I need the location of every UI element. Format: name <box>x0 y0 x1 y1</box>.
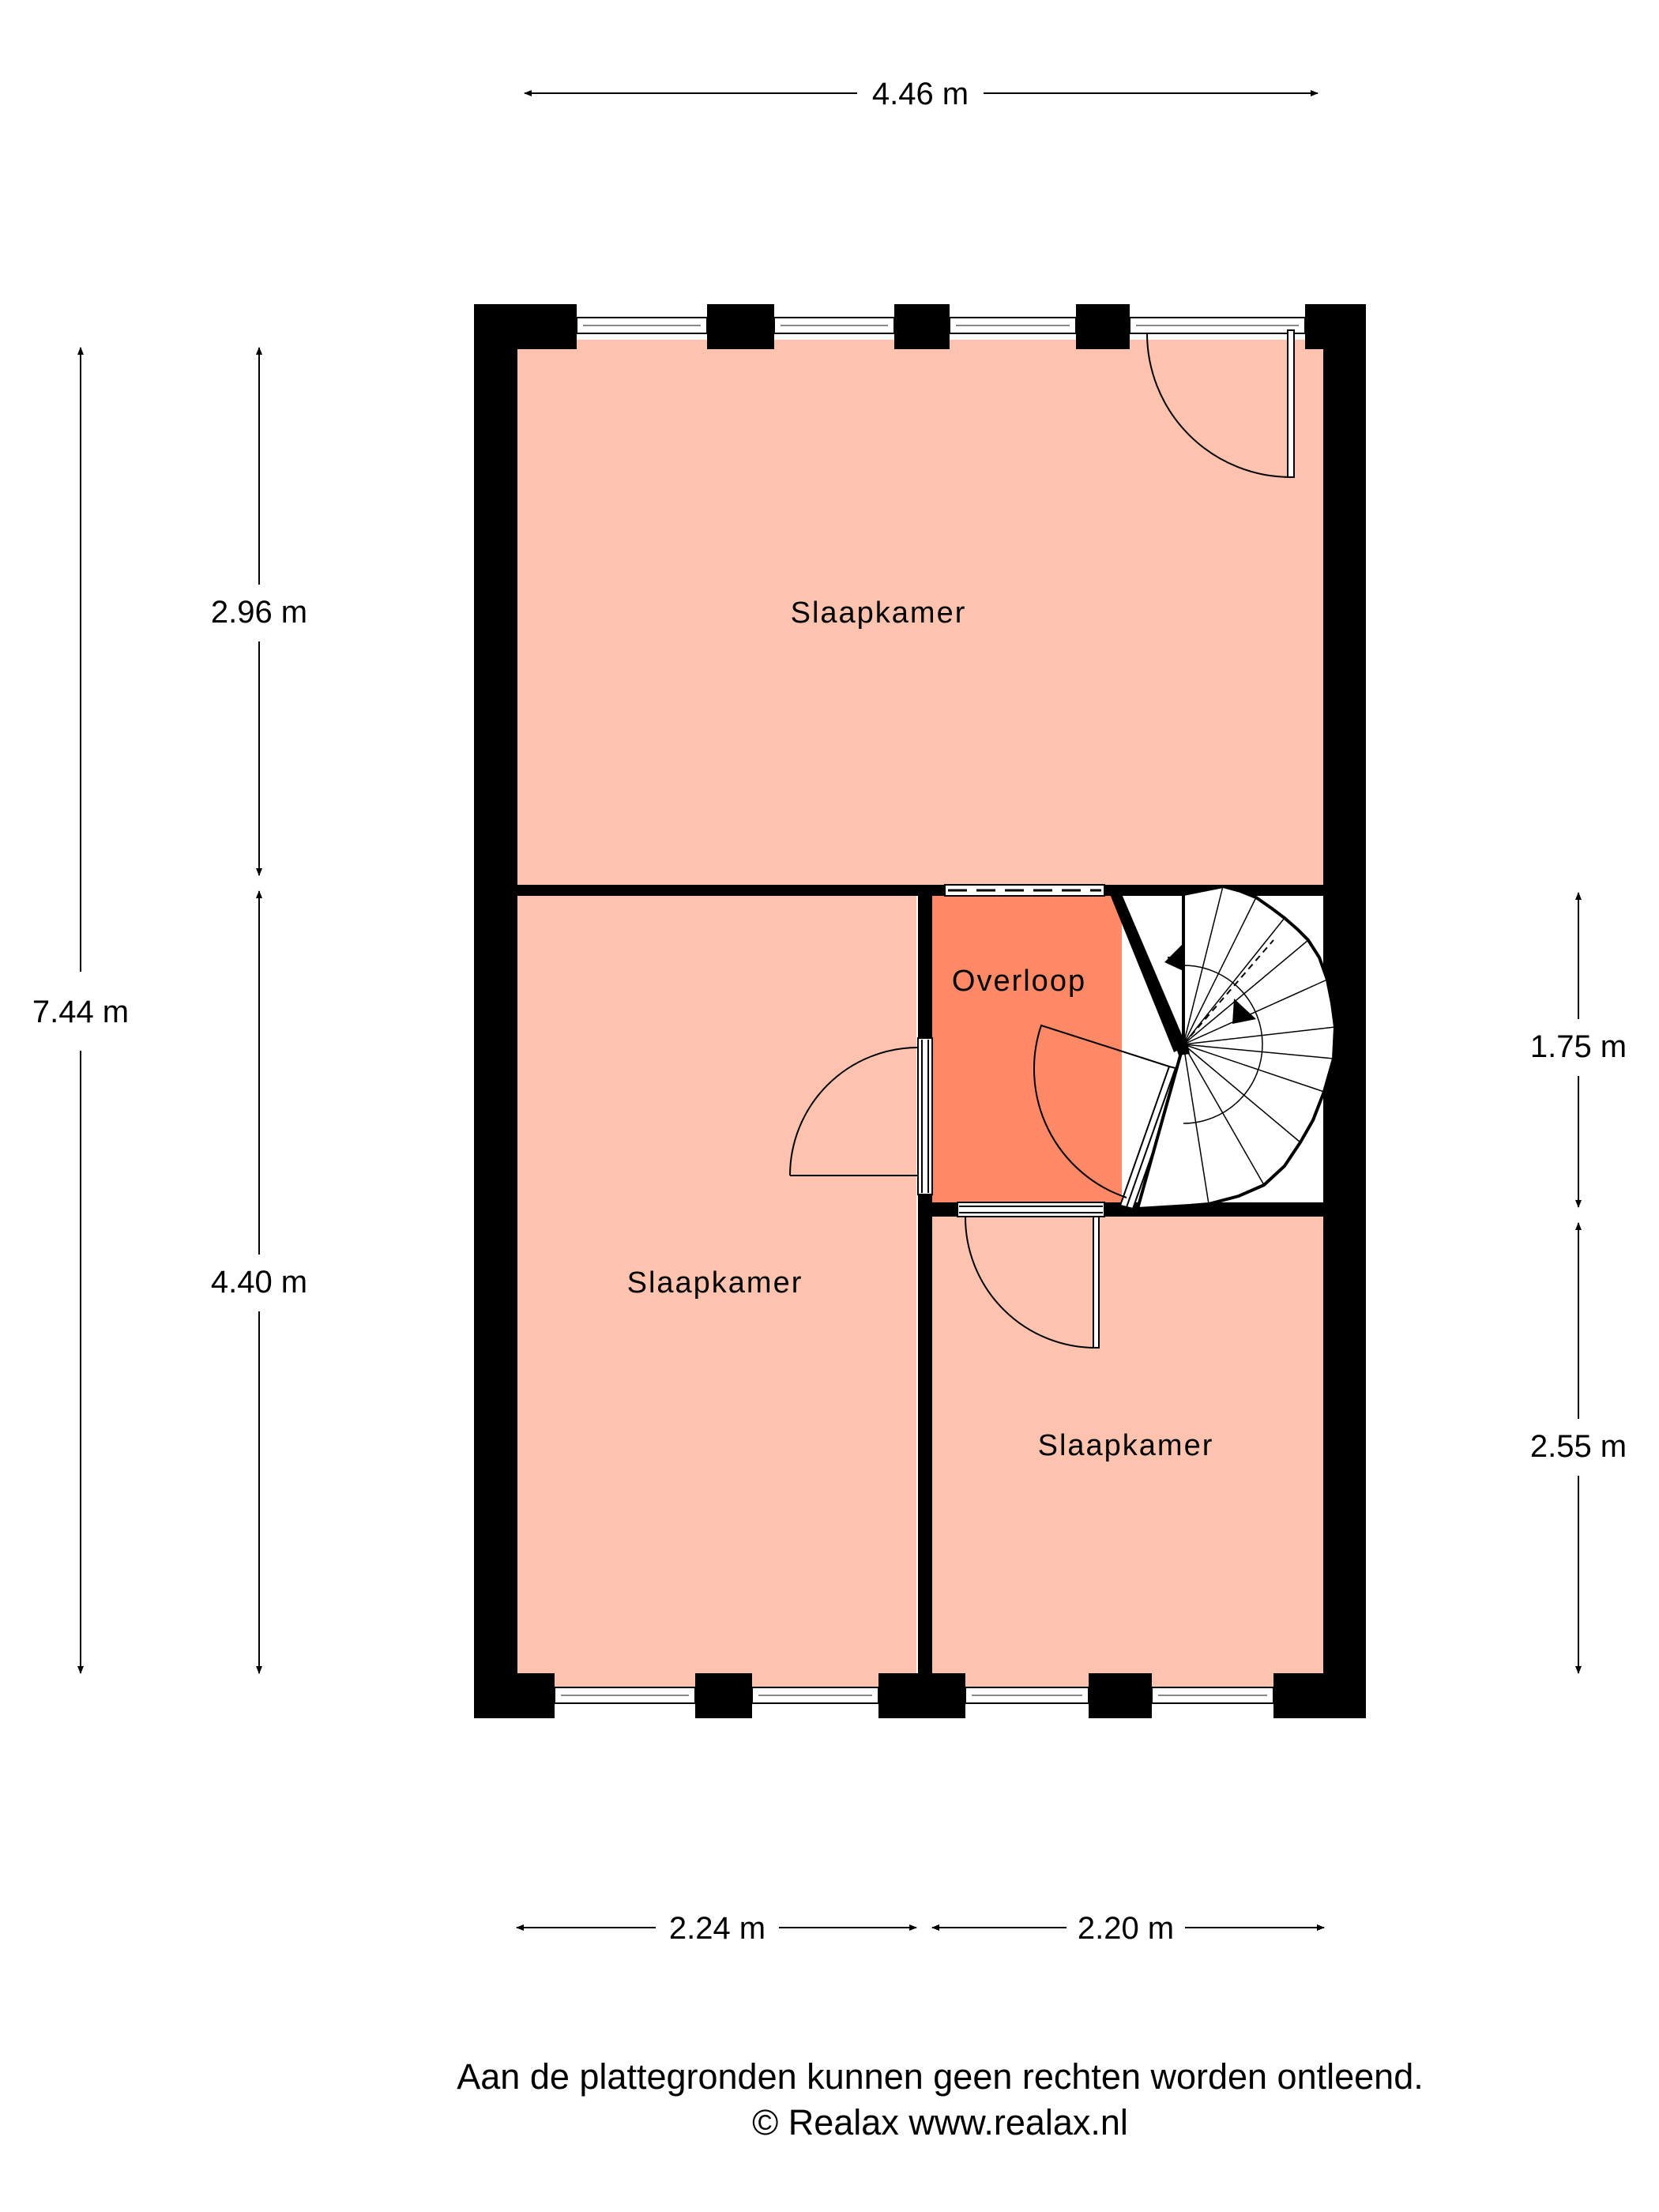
exterior-walls <box>474 304 1366 1718</box>
dim-label-bottom-right: 2.20 m <box>1078 1911 1174 1946</box>
dimension-labels: 4.46 m 7.44 m 2.96 m 4.40 m 1.75 m 2.55 … <box>32 77 1627 1946</box>
room-top-bedroom <box>514 340 1327 885</box>
label-landing: Overloop <box>952 965 1086 998</box>
room-right-bedroom <box>932 1217 1327 1691</box>
wall-center-vertical-lower <box>918 1194 932 1684</box>
wall-bottom-pier-4 <box>1089 1673 1152 1718</box>
footer-copyright: © Realax www.realax.nl <box>752 2102 1128 2142</box>
wall-bottom-pier-2 <box>695 1673 752 1718</box>
wall-mid-horizontal-left <box>514 885 945 896</box>
dim-label-top-width: 4.46 m <box>872 77 969 111</box>
door-right-bedroom <box>957 1202 1105 1349</box>
dim-label-left-upper: 2.96 m <box>211 595 307 630</box>
label-left-bedroom: Slaapkamer <box>627 1266 803 1300</box>
dim-label-left-lower: 4.40 m <box>211 1265 307 1300</box>
dim-label-bottom-left: 2.24 m <box>669 1911 766 1946</box>
wall-top-pier-3 <box>894 304 950 349</box>
spiral-staircase <box>1135 884 1337 1211</box>
label-right-bedroom: Slaapkamer <box>1038 1429 1214 1462</box>
footer-disclaimer: Aan de plattegronden kunnen geen rechten… <box>457 2056 1423 2097</box>
wall-top-pier-2 <box>707 304 774 349</box>
wall-landing-diagonal <box>1110 894 1187 1052</box>
wall-bottom-pier-5 <box>1273 1673 1366 1718</box>
room-left-bedroom <box>514 885 916 1691</box>
windows <box>554 317 1306 1704</box>
wall-top-pier-4 <box>1076 304 1130 349</box>
wall-center-vertical-upper <box>918 885 932 1038</box>
label-top-bedroom: Slaapkamer <box>791 596 967 630</box>
room-landing <box>932 894 1177 1202</box>
dim-label-right-upper: 1.75 m <box>1530 1029 1627 1064</box>
footer: Aan de plattegronden kunnen geen rechten… <box>457 2056 1423 2142</box>
door-left-bedroom <box>789 1037 933 1195</box>
dimension-lines <box>77 90 1582 1931</box>
door-top-bedroom <box>1146 329 1295 478</box>
wall-bottom-pier-1 <box>474 1673 555 1718</box>
dim-label-total-height: 7.44 m <box>32 995 129 1029</box>
wall-left <box>474 304 517 1718</box>
dim-label-right-lower: 2.55 m <box>1530 1429 1627 1464</box>
wall-landing-bottom-left <box>918 1202 957 1217</box>
room-labels: Slaapkamer Slaapkamer Overloop Slaapkame… <box>627 596 1214 1462</box>
landing-opening <box>944 884 1105 897</box>
